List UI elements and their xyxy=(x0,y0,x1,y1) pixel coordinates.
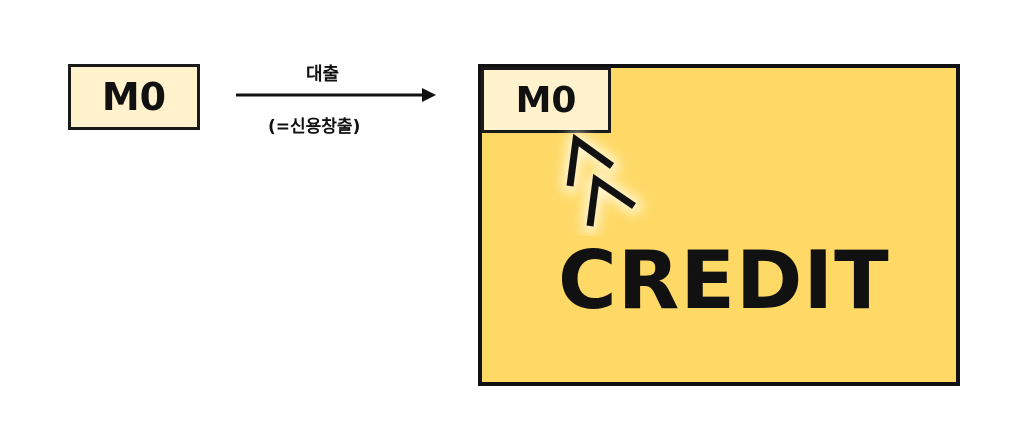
m0-source-box: M0 xyxy=(68,64,200,130)
m0-inner-box: M0 xyxy=(481,67,611,133)
double-up-arrow-icon xyxy=(562,132,642,234)
credit-panel: M0 CREDIT xyxy=(478,64,960,386)
credit-title: CREDIT xyxy=(558,234,890,327)
m0-inner-label: M0 xyxy=(515,79,577,121)
right-arrow-icon xyxy=(236,88,436,102)
credit-creation-label: (=신용창출) xyxy=(268,117,361,137)
m0-source-label: M0 xyxy=(101,75,167,119)
loan-label: 대출 xyxy=(306,64,340,85)
